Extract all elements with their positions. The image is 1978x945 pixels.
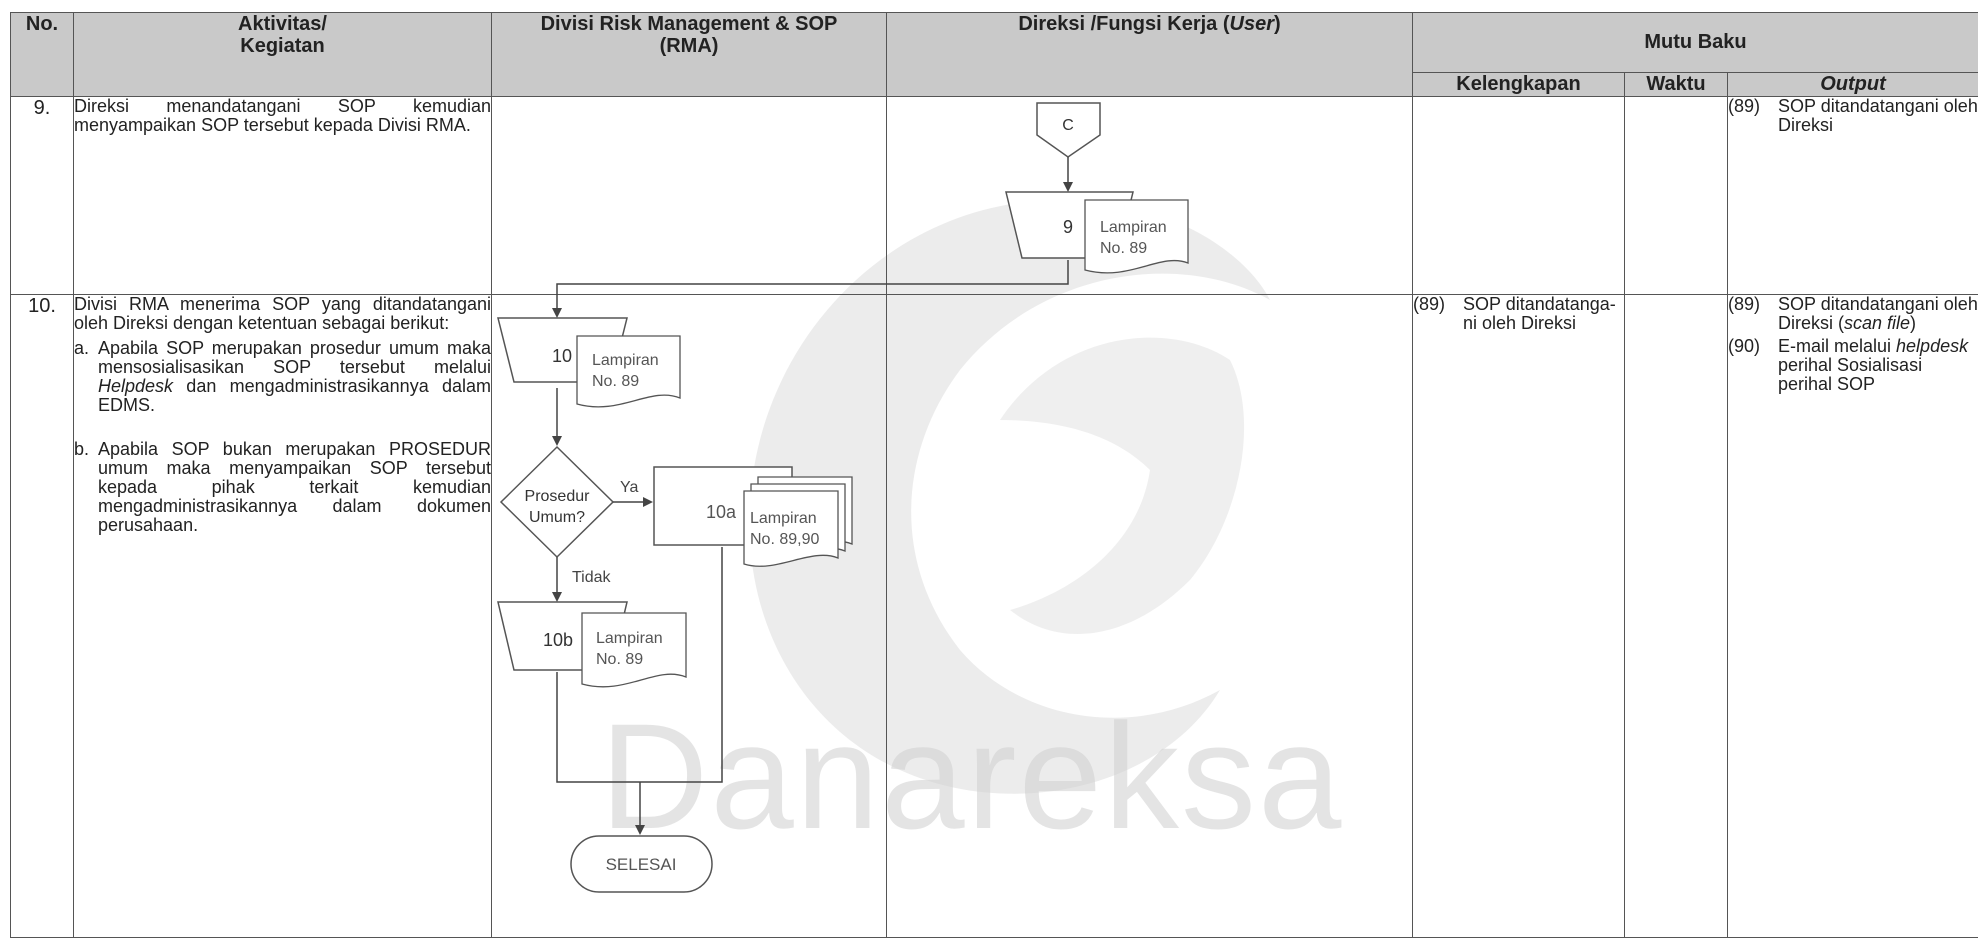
decision-line2: Umum? [529,509,585,526]
step9-label: 9 [1063,217,1073,237]
arrow-9-to-10 [557,260,1068,316]
step10-label: 10 [552,346,572,366]
step9-doc-line1: Lampiran [1100,219,1167,236]
step10a-doc-front [744,491,838,566]
end-label: SELESAI [606,855,677,874]
step10b-doc-line2: No. 89 [596,651,643,668]
decision-no-label: Tidak [572,569,612,586]
step10-doc-shape [577,336,680,407]
step9-doc-shape [1085,200,1188,273]
step10a-doc-line1: Lampiran [750,510,817,527]
step10b-doc-shape [582,613,686,687]
step10a-label: 10a [706,502,737,522]
decision-yes-label: Ya [620,479,638,496]
connector-c-label: C [1062,117,1074,134]
step10b-label: 10b [543,630,573,650]
step10b-doc-line1: Lampiran [596,630,663,647]
decision-line1: Prosedur [525,488,591,505]
step9-doc-line2: No. 89 [1100,240,1147,257]
step10-doc-line1: Lampiran [592,352,659,369]
step10-doc-line2: No. 89 [592,373,639,390]
line-10b-down [557,672,640,782]
step10a-doc-line2: No. 89,90 [750,531,819,548]
